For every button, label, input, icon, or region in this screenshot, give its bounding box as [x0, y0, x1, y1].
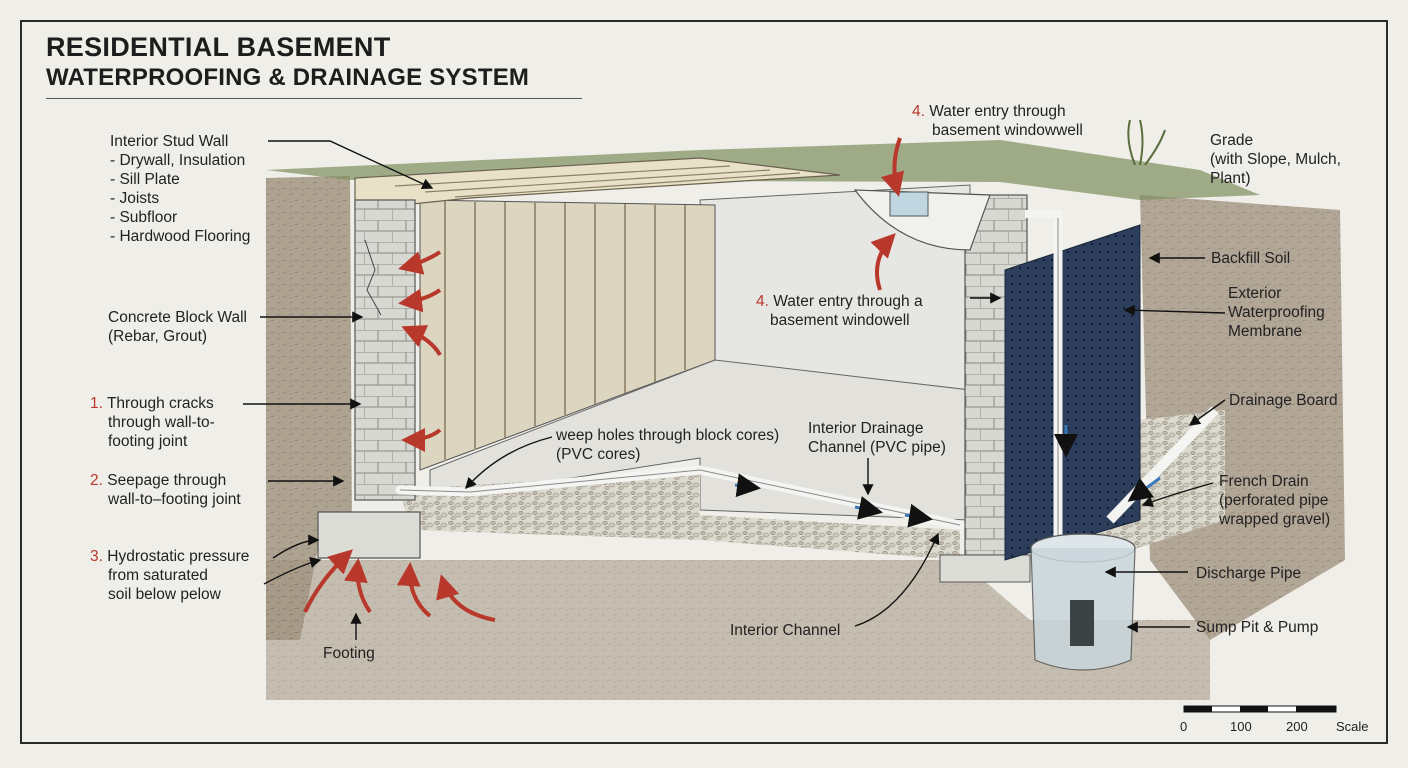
scale-label: Scale: [1336, 719, 1369, 734]
title-rule: [46, 98, 582, 99]
gravel-bed: [400, 470, 960, 560]
label-backfill: Backfill Soil: [1211, 250, 1291, 267]
label-weep-holes: weep holes through block cores) (PVC cor…: [556, 427, 780, 463]
label-stud-wall: Interior Stud Wall - Drywall, Insulation…: [110, 133, 251, 245]
studs: [444, 201, 686, 461]
label-entry-4-mid: 4. Water entry through a basement window…: [756, 293, 923, 329]
label-drainage-board: Drainage Board: [1229, 392, 1338, 409]
left-block-wall: [354, 199, 416, 501]
title-line-1: RESIDENTIAL BASEMENT: [46, 32, 391, 62]
label-discharge-pipe: Discharge Pipe: [1196, 565, 1302, 582]
scale-bar: [1183, 705, 1337, 713]
label-entry-2: 2. Seepage through wall-to–footing joint: [90, 472, 241, 508]
label-interior-drainage-channel: Interior Drainage Channel (PVC pipe): [808, 420, 946, 456]
exterior-membrane: [1004, 224, 1141, 561]
label-entry-3: 3. Hydrostatic pressure from saturated s…: [90, 548, 250, 603]
scale-tick-200: 200: [1286, 719, 1308, 734]
label-entry-1: 1. Through cracks through wall-to- footi…: [90, 395, 215, 450]
label-block-wall: Concrete Block Wall (Rebar, Grout): [108, 309, 247, 345]
window-well: [853, 189, 991, 251]
plant-icon: [1127, 119, 1166, 166]
label-footing: Footing: [323, 645, 375, 662]
scale-tick-100: 100: [1230, 719, 1252, 734]
left-footing: [317, 511, 421, 559]
leader-lines: [243, 140, 1226, 640]
title-line-2: WATERPROOFING & DRAINAGE SYSTEM: [46, 64, 530, 91]
label-entry-4-top: 4. Water entry through basement windowwe…: [912, 103, 1083, 139]
label-interior-channel: Interior Channel: [730, 622, 841, 639]
label-sump-pit: Sump Pit & Pump: [1196, 619, 1319, 636]
french-drain-pipe: [1106, 406, 1219, 524]
label-membrane: Exterior Waterproofing Membrane: [1228, 285, 1325, 340]
water-arrows: [303, 137, 905, 622]
border-frame: [20, 20, 1388, 744]
scale-tick-0: 0: [1180, 719, 1188, 734]
label-french-drain: French Drain (perforated pipe wrapped gr…: [1219, 473, 1331, 528]
sump-pit: [1030, 533, 1136, 671]
ground-under: [266, 560, 1210, 700]
flow-arrows: [734, 425, 1161, 528]
label-grade: Grade (with Slope, Mulch, Plant): [1210, 132, 1341, 187]
